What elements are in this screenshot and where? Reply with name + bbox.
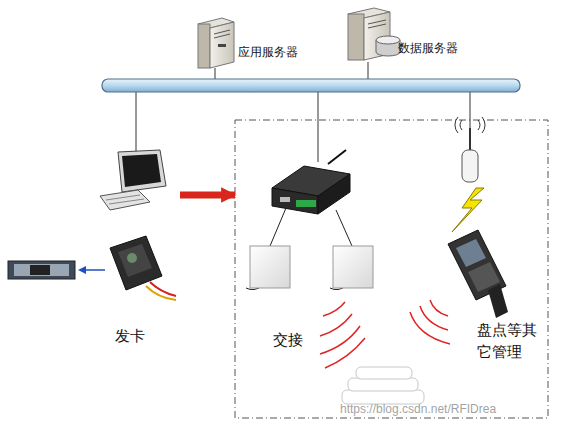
server-icon bbox=[198, 18, 234, 68]
area-boundary bbox=[235, 120, 548, 418]
watermark: https://blog.csdn.net/RFIDrea bbox=[340, 402, 562, 416]
wireless-link bbox=[452, 188, 484, 232]
node-label: 数据服务器 bbox=[398, 39, 473, 58]
rfid-card bbox=[8, 261, 75, 279]
rfid-reader bbox=[272, 150, 350, 214]
network-wires bbox=[136, 62, 470, 162]
access-point bbox=[455, 117, 485, 182]
server-icon bbox=[348, 8, 400, 60]
device-group: 数据服务器 bbox=[340, 4, 475, 74]
towel-stack bbox=[342, 367, 424, 404]
device-group: 盘点等其它管理 bbox=[440, 115, 542, 365]
device-group: 交接 bbox=[235, 150, 380, 355]
computer-icon bbox=[100, 150, 166, 210]
flow-arrow bbox=[180, 192, 235, 199]
node-label: 发卡 bbox=[100, 325, 160, 347]
handheld-terminal bbox=[448, 230, 508, 318]
issue-arrow bbox=[84, 269, 105, 271]
device-group: 发卡 bbox=[100, 140, 180, 350]
node-label: 盘点等其它管理 bbox=[477, 319, 541, 363]
node-label: 应用服务器 bbox=[238, 43, 313, 62]
network-bus bbox=[102, 79, 520, 92]
antenna-panel bbox=[333, 246, 373, 288]
card-reader bbox=[110, 236, 176, 300]
radio-waves bbox=[320, 300, 450, 368]
antenna-panel bbox=[250, 246, 290, 288]
arrow-head bbox=[78, 266, 86, 274]
node-label: 交接 bbox=[263, 329, 313, 351]
device-group: 应用服务器 bbox=[190, 10, 315, 80]
